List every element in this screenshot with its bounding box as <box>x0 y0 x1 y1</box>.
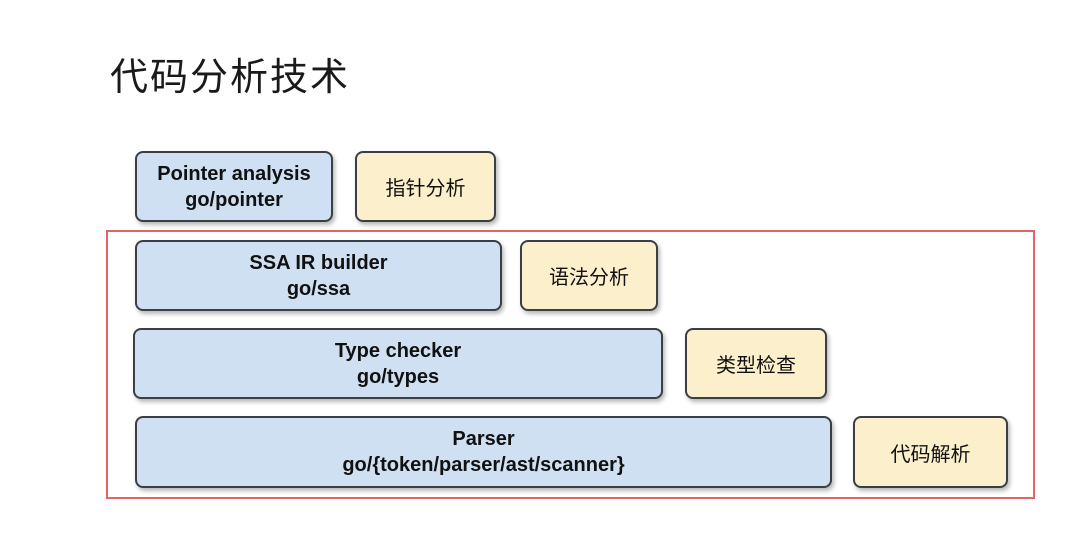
type-checker-label: 类型检查 <box>685 328 827 399</box>
ssa-builder-name: SSA IR builder <box>249 251 388 274</box>
slide-title: 代码分析技术 <box>110 55 351 99</box>
type-checker-box: Type checker go/types <box>133 328 663 399</box>
parser-package: go/{token/parser/ast/scanner} <box>342 454 625 476</box>
parser-box: Parser go/{token/parser/ast/scanner} <box>135 416 832 488</box>
ssa-builder-label: 语法分析 <box>520 240 658 311</box>
type-checker-package: go/types <box>356 365 440 388</box>
pointer-analysis-name: Pointer analysis <box>157 162 311 185</box>
pointer-analysis-box: Pointer analysis go/pointer <box>135 151 333 222</box>
parser-label-text: 代码解析 <box>890 441 971 466</box>
ssa-builder-package: go/ssa <box>286 277 351 300</box>
type-checker-label-text: 类型检查 <box>716 353 796 377</box>
ssa-builder-label-text: 语法分析 <box>549 265 629 289</box>
pointer-analysis-label-text: 指针分析 <box>385 176 466 200</box>
pointer-analysis-label: 指针分析 <box>355 151 496 222</box>
ssa-builder-box: SSA IR builder go/ssa <box>135 240 502 311</box>
highlight-frame <box>106 230 1035 499</box>
type-checker-name: Type checker <box>334 339 462 362</box>
parser-name: Parser <box>452 428 515 450</box>
pointer-analysis-package: go/pointer <box>185 188 283 211</box>
parser-label: 代码解析 <box>853 416 1008 488</box>
